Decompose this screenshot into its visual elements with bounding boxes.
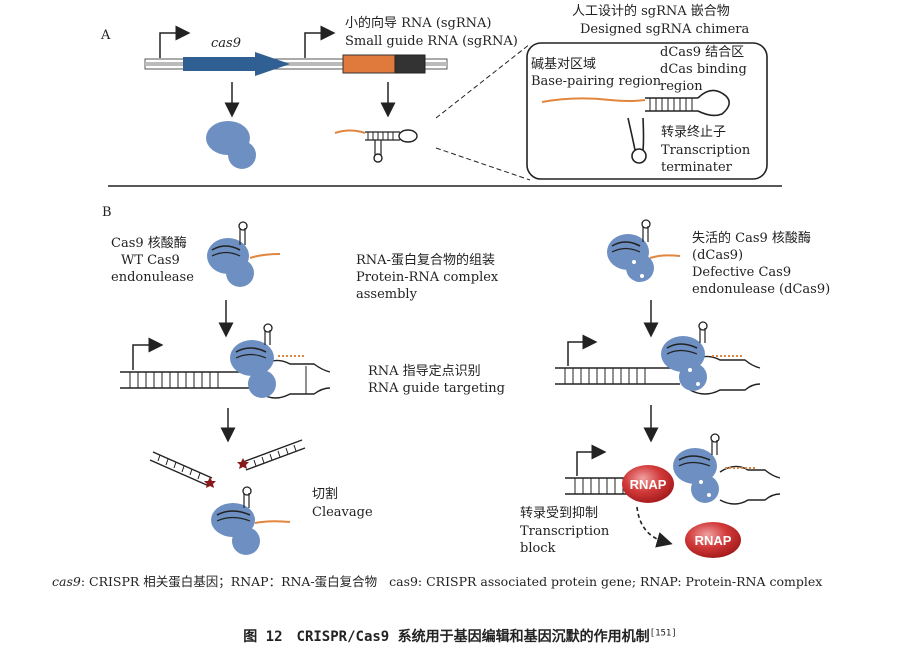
block-cn: 转录受到抑制: [520, 506, 599, 521]
caption-ref: [151]: [649, 628, 677, 639]
dcas9-blocking: [673, 433, 756, 503]
target-promoter-arrow-left: [132, 337, 164, 370]
assembly-cn: RNA-蛋白复合物的组装: [356, 253, 495, 268]
binding-region-en1: dCas binding: [660, 62, 747, 77]
cleavage-cn: 切割: [312, 487, 339, 502]
chimera-title-cn: 人工设计的 sgRNA 嵌合物: [572, 4, 730, 19]
footnote-text-cn: : CRISPR 相关蛋白基因；RNAP：RNA-蛋白复合物: [80, 574, 378, 589]
blocked-promoter-arrow: [576, 444, 607, 476]
terminator-block: [394, 54, 426, 74]
cas9-sgrna-complex: [207, 221, 281, 287]
target-dna-right: [555, 355, 761, 395]
rnap-release-arrow: [636, 506, 673, 548]
base-pairing-cn: 碱基对区域: [531, 57, 597, 72]
dcas9-label-en1: Defective Cas9: [692, 265, 792, 280]
block-en1: Transcription: [520, 524, 610, 539]
footnote-text-en: cas9: CRISPR associated protein gene; RN…: [389, 574, 823, 589]
cas9-label-en2: endonulease: [111, 270, 194, 285]
cleavage-en: Cleavage: [312, 505, 373, 520]
terminator-en1: Transcription: [661, 143, 751, 158]
sgrna-small: [334, 129, 418, 163]
sgrna-label-en: Small guide RNA (sgRNA): [345, 34, 518, 49]
panel-a-dna: [144, 58, 448, 70]
base-pairing-en: Base-pairing region: [531, 74, 662, 89]
target-dna-left: [120, 359, 331, 399]
panel-b-label: B: [102, 205, 112, 220]
binding-region-cn: dCas9 结合区: [660, 45, 745, 60]
footnote: cas9: CRISPR 相关蛋白基因；RNAP：RNA-蛋白复合物 cas9:…: [52, 571, 822, 590]
assembly-en2: assembly: [356, 287, 417, 302]
cas9-label-cn: Cas9 核酸酶: [111, 236, 187, 251]
cut-star-left: [204, 477, 216, 488]
dcas9-label-en2: endonulease (dCas9): [692, 282, 831, 297]
dcas9-bound: [661, 321, 744, 391]
cas9-gene-label: cas9: [211, 36, 241, 51]
figure-caption: 图 12 CRISPR/Cas9 系统用于基因编辑和基因沉默的作用机制[151]: [0, 626, 920, 646]
block-en2: block: [520, 541, 556, 556]
cas9-gene-arrow: [183, 52, 290, 76]
dcas9-label-abbr: (dCas9): [692, 248, 744, 263]
sgrna-chimera-structure: [541, 89, 730, 164]
targeting-cn: RNA 指导定点识别: [368, 364, 481, 379]
target-promoter-arrow-right: [567, 334, 598, 366]
cas9-bound-left: [230, 323, 306, 398]
rnap-released-label: RNAP: [695, 533, 732, 548]
zoom-line-bottom: [435, 147, 531, 181]
rnap-released: RNAP: [685, 522, 741, 558]
caption-text: 图 12 CRISPR/Cas9 系统用于基因编辑和基因沉默的作用机制: [243, 629, 650, 645]
rnap-bound: RNAP: [622, 465, 674, 503]
terminator-en2: terminater: [661, 160, 732, 175]
cleaved-dna-right: [242, 439, 306, 471]
cas9-protein-a: [206, 121, 256, 169]
footnote-term: cas9: [52, 574, 81, 589]
cas9-released: [211, 486, 291, 555]
chimera-title-en: Designed sgRNA chimera: [580, 22, 750, 37]
cleaved-dna-left: [149, 451, 213, 487]
targeting-en: RNA guide targeting: [368, 381, 505, 396]
zoom-line-top: [435, 43, 531, 119]
rnap-bound-label: RNAP: [630, 477, 667, 492]
dcas9-sgrna-complex: [607, 219, 681, 282]
sgrna-label-cn: 小的向导 RNA (sgRNA): [345, 16, 492, 31]
sgrna-promoter-arrow: [304, 25, 336, 58]
binding-region-en2: region: [660, 79, 703, 94]
cas9-label-en1: WT Cas9: [121, 253, 180, 268]
sgrna-chimera-box: [526, 42, 768, 180]
assembly-en1: Protein-RNA complex: [356, 270, 499, 285]
panel-a-label: A: [101, 28, 111, 43]
cas9-promoter-arrow: [159, 25, 191, 58]
terminator-cn: 转录终止子: [661, 125, 727, 140]
dcas9-label-cn: 失活的 Cas9 核酸酶: [692, 231, 811, 246]
cut-star-right: [237, 458, 249, 469]
sgrna-gene-block: [342, 54, 396, 74]
